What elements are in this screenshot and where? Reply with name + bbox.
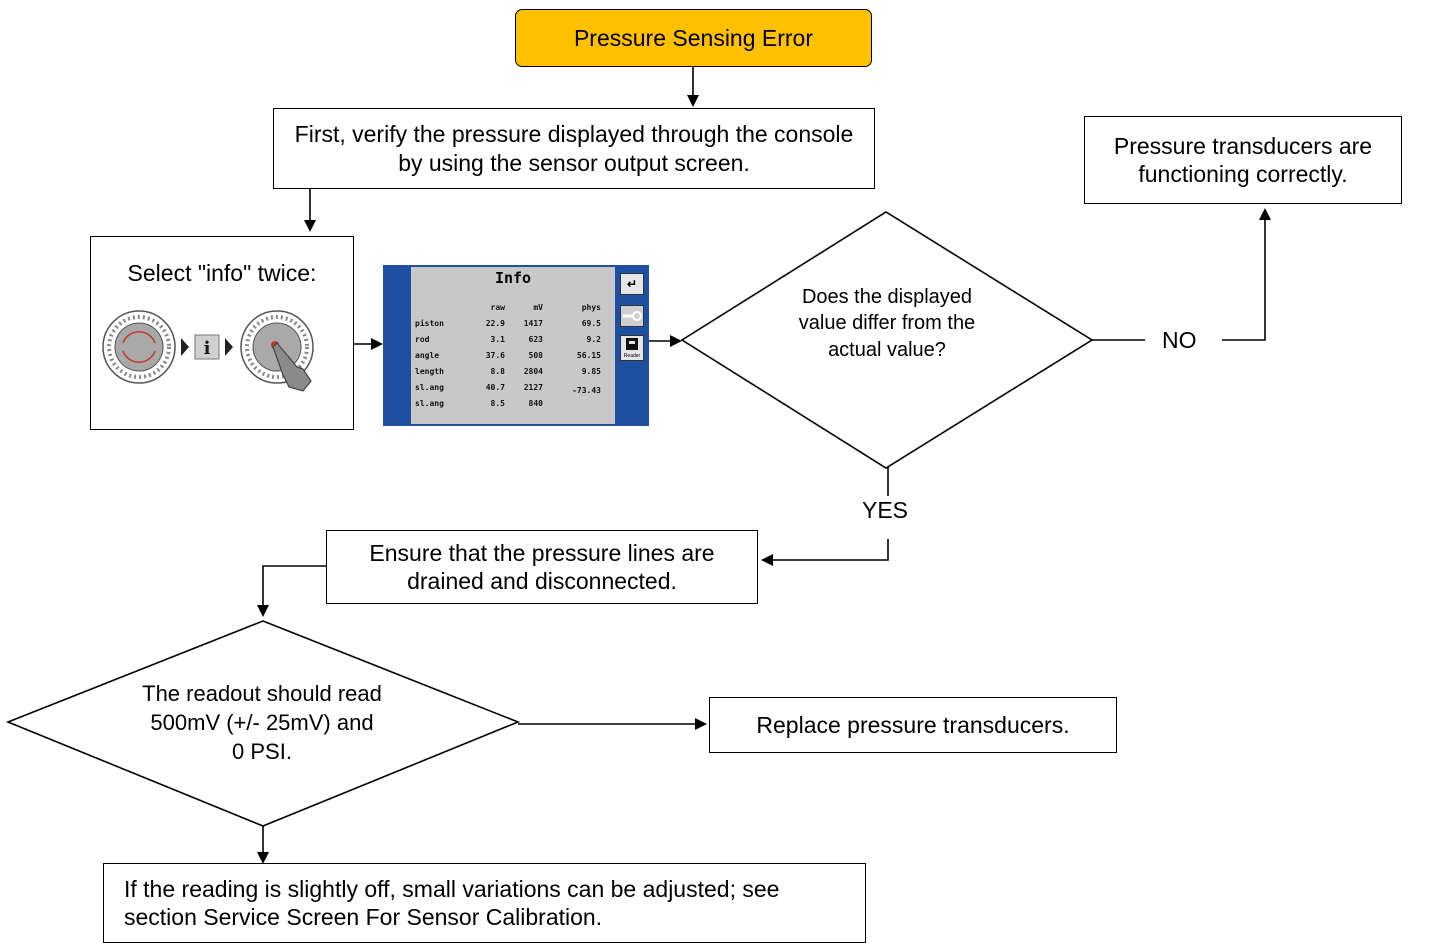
ensure-box: Ensure that the pressure lines are drain… <box>326 530 758 604</box>
enter-icon: ↵ <box>626 277 638 291</box>
row-mv: 508 <box>528 350 543 360</box>
row-raw: 22.9 <box>485 318 505 328</box>
table-row: sl.ang 8.5 840 <box>415 395 605 411</box>
functioning-box: Pressure transducers are functioning cor… <box>1084 116 1402 204</box>
functioning-text: Pressure transducers are functioning cor… <box>1113 132 1373 187</box>
row-phys: 9.85 <box>581 366 601 376</box>
table-row: length 8.8 2804 9.85 <box>415 363 605 379</box>
row-phys <box>547 395 605 411</box>
decision-diamond-readout <box>5 620 521 827</box>
row-mv: 840 <box>528 398 543 408</box>
no-label: NO <box>1162 327 1197 354</box>
info-title: Info <box>494 269 532 287</box>
start-box: Pressure Sensing Error <box>515 9 872 67</box>
knob-sequence: i <box>102 310 314 392</box>
table-row: sl.ang 40.7 2127 -73.43 <box>415 379 605 396</box>
select-info-box: Select "info" twice: i <box>90 236 354 430</box>
adjust-text: If the reading is slightly off, small va… <box>124 875 780 930</box>
info-screen: Info raw mV phys piston 22.9 1417 69.5 r… <box>383 265 649 426</box>
row-mv: 2804 <box>523 366 543 376</box>
select-info-text: Select "info" twice: <box>127 260 317 286</box>
table-header: mV <box>533 302 543 312</box>
reader-button[interactable]: Reader <box>620 335 644 361</box>
table-header: phys <box>581 302 601 312</box>
key-icon <box>623 311 642 321</box>
knob-rotate-icon <box>102 310 176 384</box>
key-button[interactable] <box>620 305 644 327</box>
enter-button[interactable]: ↵ <box>620 273 644 295</box>
start-label: Pressure Sensing Error <box>573 24 814 51</box>
row-raw: 3.1 <box>490 334 505 344</box>
replace-box: Replace pressure transducers. <box>709 697 1117 753</box>
row-raw: 37.6 <box>485 350 505 360</box>
info-table: raw mV phys piston 22.9 1417 69.5 rod 3.… <box>415 299 605 411</box>
row-phys: -73.43 <box>572 386 601 395</box>
knob-press-icon <box>240 310 314 392</box>
arrow-yes-to-ensure <box>761 539 889 566</box>
row-raw: 8.5 <box>490 398 505 408</box>
row-raw: 40.7 <box>485 382 505 392</box>
decision-diamond-differ <box>680 211 1094 469</box>
reader-label: Reader <box>623 353 641 359</box>
replace-text: Replace pressure transducers. <box>756 711 1070 738</box>
ensure-text: Ensure that the pressure lines are drain… <box>369 539 715 594</box>
row-mv: 2127 <box>523 382 543 392</box>
row-phys: 69.5 <box>581 318 601 328</box>
info-i-icon: i <box>194 334 220 360</box>
row-phys: 9.2 <box>586 334 601 344</box>
decision-readout-text: The readout should read 500mV (+/- 25mV)… <box>142 681 382 765</box>
row-name: piston <box>415 318 444 328</box>
verify-box: First, verify the pressure displayed thr… <box>273 108 875 189</box>
reader-icon <box>626 338 638 350</box>
row-mv: 1417 <box>523 318 543 328</box>
info-panel: Info raw mV phys piston 22.9 1417 69.5 r… <box>411 267 615 424</box>
row-name: length <box>415 366 444 376</box>
table-row: piston 22.9 1417 69.5 <box>415 315 605 331</box>
arrow-ensure-to-readout <box>257 565 326 617</box>
row-phys: 56.15 <box>576 350 601 360</box>
row-name: rod <box>415 334 430 344</box>
arrow-right-icon <box>181 338 189 356</box>
row-name: sl.ang <box>415 382 444 392</box>
verify-text: First, verify the pressure displayed thr… <box>294 121 854 176</box>
table-row: angle 37.6 508 56.15 <box>415 347 605 363</box>
row-mv: 623 <box>528 334 543 344</box>
row-name: sl.ang <box>415 398 444 408</box>
decision-differ-text: Does the displayed value differ from the… <box>798 286 976 361</box>
table-header: raw <box>490 302 505 312</box>
yes-label: YES <box>862 497 909 524</box>
arrow-right-icon <box>225 338 233 356</box>
svg-text:i: i <box>204 338 211 359</box>
table-row: rod 3.1 623 9.2 <box>415 331 605 347</box>
adjust-box: If the reading is slightly off, small va… <box>103 863 866 943</box>
table-header-row: raw mV phys <box>415 299 605 315</box>
arrow-no-to-functioning <box>1222 208 1271 341</box>
row-raw: 8.8 <box>490 366 505 376</box>
row-name: angle <box>415 350 440 360</box>
